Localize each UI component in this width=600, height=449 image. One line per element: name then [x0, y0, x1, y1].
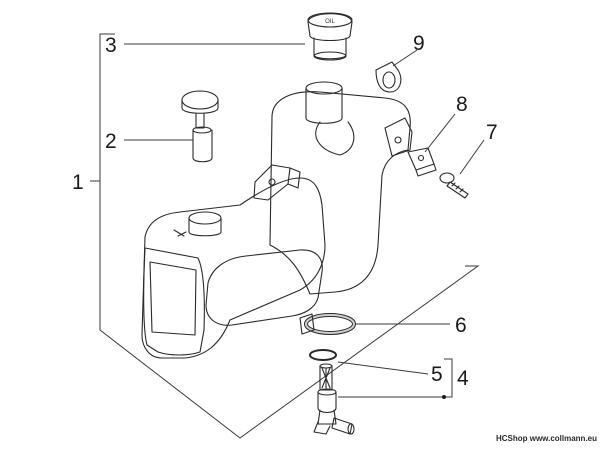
pipe-clamp-small: [375, 61, 402, 93]
callout-3: 3: [105, 34, 117, 57]
callout-4: 4: [457, 367, 469, 390]
callout-1: 1: [72, 171, 84, 194]
callout-6: 6: [455, 314, 467, 337]
nut-clip: [407, 147, 437, 177]
hose-clamp: [299, 313, 356, 335]
o-ring: [309, 349, 337, 361]
screw: [439, 172, 469, 199]
callout-8: 8: [456, 93, 468, 116]
callout-5: 5: [431, 363, 443, 386]
cap-oil-marking: OIL: [325, 19, 335, 25]
callout-7: 7: [486, 121, 498, 144]
callout-labels: 1 2 3 4 5 6 7 8 9: [72, 32, 498, 390]
callout-2: 2: [105, 130, 117, 153]
watermark-text: HCShop www.collmann.eu: [496, 434, 597, 443]
assembly-bracket: [90, 33, 480, 439]
leader-lines: [124, 43, 485, 399]
oil-filler-cap: OIL: [307, 12, 353, 61]
oil-outlet-fitting: [313, 363, 355, 435]
oil-tank: [141, 81, 413, 359]
callout-9: 9: [413, 32, 425, 55]
oil-level-plug: [181, 90, 219, 163]
